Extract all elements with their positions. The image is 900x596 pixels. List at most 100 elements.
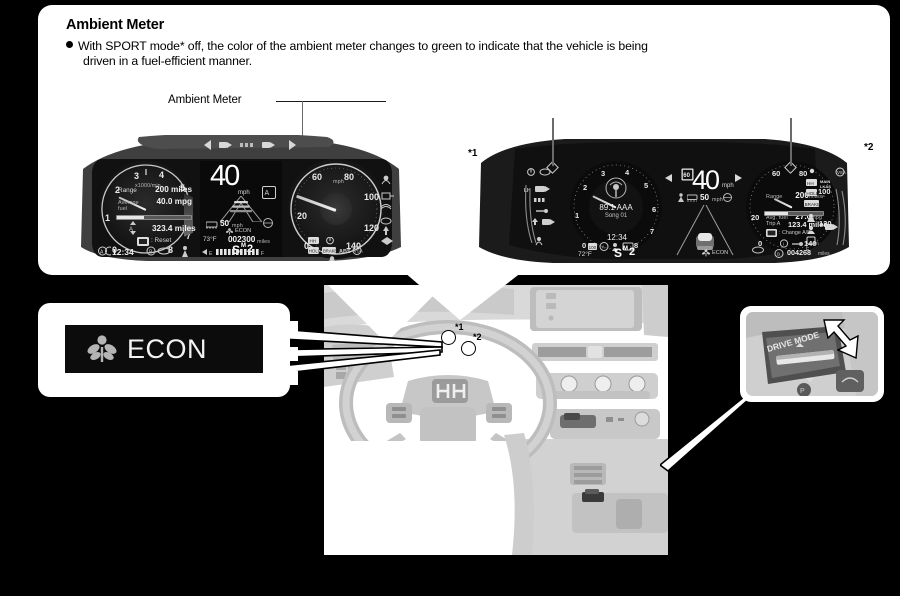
- cluster-1-fuel-strip: E F: [202, 249, 264, 257]
- speed-limit-value: 60: [683, 173, 690, 179]
- tach-tick-2: 2: [115, 185, 121, 195]
- cluster-2-trip-info: Range 200miles Avg. fuel 27.0mpg: [766, 185, 822, 224]
- c2-speed-unit: mph: [722, 183, 734, 189]
- range-label: Range: [118, 187, 137, 194]
- c2-econ-label: ECON: [712, 250, 729, 256]
- ambient-meter-info-panel: Ambient Meter With SPORT mode* off, the …: [38, 5, 890, 275]
- c2-odometer-unit: miles: [818, 251, 830, 257]
- speedo-tick-80: 80: [344, 172, 355, 182]
- drive-mode-callout-panel: DRIVE MODE P: [740, 306, 884, 402]
- c2-gear-position: S: [614, 246, 623, 260]
- tach-dial: [101, 164, 191, 254]
- lane-keep-assist-graphic: [220, 196, 262, 222]
- c2-trip-label: Trip A: [766, 221, 781, 227]
- econ-leaf-small-icon: [226, 228, 233, 235]
- svg-text:A: A: [602, 245, 605, 250]
- lane-road-graphic: [676, 205, 734, 256]
- cluster-1-speedometer: 20 60 80 100 120 140 0 mph: [286, 159, 386, 259]
- odometer-value: 002300: [228, 235, 256, 244]
- dashboard-illustration: *1 *2: [324, 285, 668, 555]
- cluster-1-status-icons: B: [146, 246, 171, 256]
- c2-range-unit: miles: [808, 194, 822, 200]
- svg-text:LKAS: LKAS: [820, 184, 831, 189]
- svg-text:A: A: [100, 250, 104, 256]
- speed-limit-sign-icon: 60: [681, 168, 694, 181]
- ambient-meter-leader-vertical: [302, 101, 304, 149]
- c2-tach-8: 8: [634, 241, 639, 250]
- c2-acc-system-icon: [723, 193, 732, 202]
- speedo-tick-100: 100: [364, 192, 380, 202]
- c2-acc-speed-unit: mph: [712, 197, 723, 203]
- svg-text:BRAKE: BRAKE: [805, 202, 821, 207]
- c2-cruise-distance-icon: [687, 194, 698, 202]
- speedo-tick-0: 0: [304, 241, 310, 251]
- c2-range-label: Range: [766, 194, 783, 200]
- cluster-1-fuel-bar: [116, 215, 192, 220]
- svg-text:MAIN: MAIN: [820, 179, 830, 184]
- svg-text:i: i: [783, 241, 784, 246]
- svg-text:B: B: [149, 250, 153, 256]
- tach-tick-4: 4: [159, 170, 165, 180]
- ambient-meter-leader-horizontal: [276, 101, 386, 103]
- avg-fuel-value: 40.0 mpg: [156, 197, 193, 206]
- svg-text:LH: LH: [524, 188, 531, 194]
- svg-text:F: F: [261, 251, 264, 257]
- c2-tach-0: 0: [582, 241, 587, 250]
- cluster-2-leader-line-left: [552, 118, 554, 166]
- svg-text:100: 100: [589, 245, 597, 250]
- c2-avgfuel-value: 27.0: [795, 212, 812, 221]
- bullet-item: With SPORT mode* off, the color of the a…: [66, 37, 856, 55]
- dash-callout-circle-2: [461, 341, 476, 356]
- audio-source-icon: [605, 177, 627, 199]
- c2-turn-right-icon: [735, 174, 742, 182]
- c2-speed-value: 40: [692, 165, 720, 195]
- cluster-1-ref-label: *1: [468, 148, 478, 159]
- econ-panel-notch-mid: [289, 347, 298, 361]
- range-value: 200 miles: [155, 185, 192, 194]
- c2-range-value: 200: [795, 191, 809, 200]
- cluster-1-center-display: 40 mph A 50 mph: [200, 161, 282, 257]
- odometer-unit: miles: [257, 239, 271, 245]
- svg-text:HH: HH: [807, 181, 814, 186]
- c2-odometer-value: 004268: [787, 248, 811, 257]
- outside-temp: 73°F: [203, 236, 217, 243]
- econ-indicator-callout-panel: ECON: [38, 303, 298, 397]
- tach-tick-3: 3: [134, 171, 140, 181]
- cluster-to-dash-pointer: [404, 272, 522, 320]
- econ-leaf-icon: [87, 334, 117, 364]
- cluster-2-leader-line-right: [790, 118, 792, 166]
- drive-mode-switch-drawing: DRIVE MODE P: [746, 312, 878, 396]
- cluster-1-trip-info: Range 200 miles Average fuel 40.0 mpg: [118, 185, 192, 212]
- tach-unit-label: x1000/min: [135, 183, 161, 189]
- c2-turn-left-icon: [665, 174, 672, 182]
- reset-label: : Reset: [151, 237, 172, 244]
- c2-brake-b-icon: B: [774, 249, 784, 258]
- page-title: Ambient Meter: [66, 17, 165, 33]
- cluster-2-tachometer: 1 2 3 4 5 6 7 8 0 89.1 AAA Song 01: [570, 161, 662, 253]
- c2-tach-5: 5: [644, 181, 649, 190]
- svg-text:E: E: [209, 251, 213, 257]
- cluster-1-right-icons: [380, 175, 394, 245]
- svg-text:VSA: VSA: [354, 249, 363, 254]
- cluster-2-ref-label: *2: [864, 142, 874, 153]
- radio-track: Song 01: [604, 213, 628, 219]
- svg-text:BRAKE: BRAKE: [323, 249, 337, 254]
- c2-tach-3: 3: [601, 169, 606, 178]
- tach-tick-8: 8: [168, 245, 174, 255]
- c2-acc-speed: 50: [700, 193, 710, 202]
- cluster-2-temp: 72°F: [578, 251, 592, 258]
- svg-text:HOLD: HOLD: [806, 191, 819, 196]
- cluster-2-right-icons: HH HOLD MAIN LKAS VSA BRAKE P E: [804, 167, 846, 253]
- bullet-text-line2: driven in a fuel-efficient manner.: [83, 54, 252, 68]
- svg-text:E: E: [806, 247, 810, 253]
- dashboard-drawing: [324, 285, 668, 555]
- c2-avgfuel-label: Avg. fuel: [766, 215, 788, 221]
- acc-speed-unit: mph: [232, 223, 243, 229]
- acc-system-icon: [263, 218, 273, 228]
- avg-fuel-label: Average fuel: [118, 200, 139, 212]
- speedo-tick-120: 120: [364, 223, 380, 233]
- c2-tach-6: 6: [652, 205, 657, 214]
- c2-speedo-0: 0: [758, 239, 763, 248]
- c2-gear-number: 2: [629, 246, 636, 258]
- speed-value: 40: [210, 160, 240, 192]
